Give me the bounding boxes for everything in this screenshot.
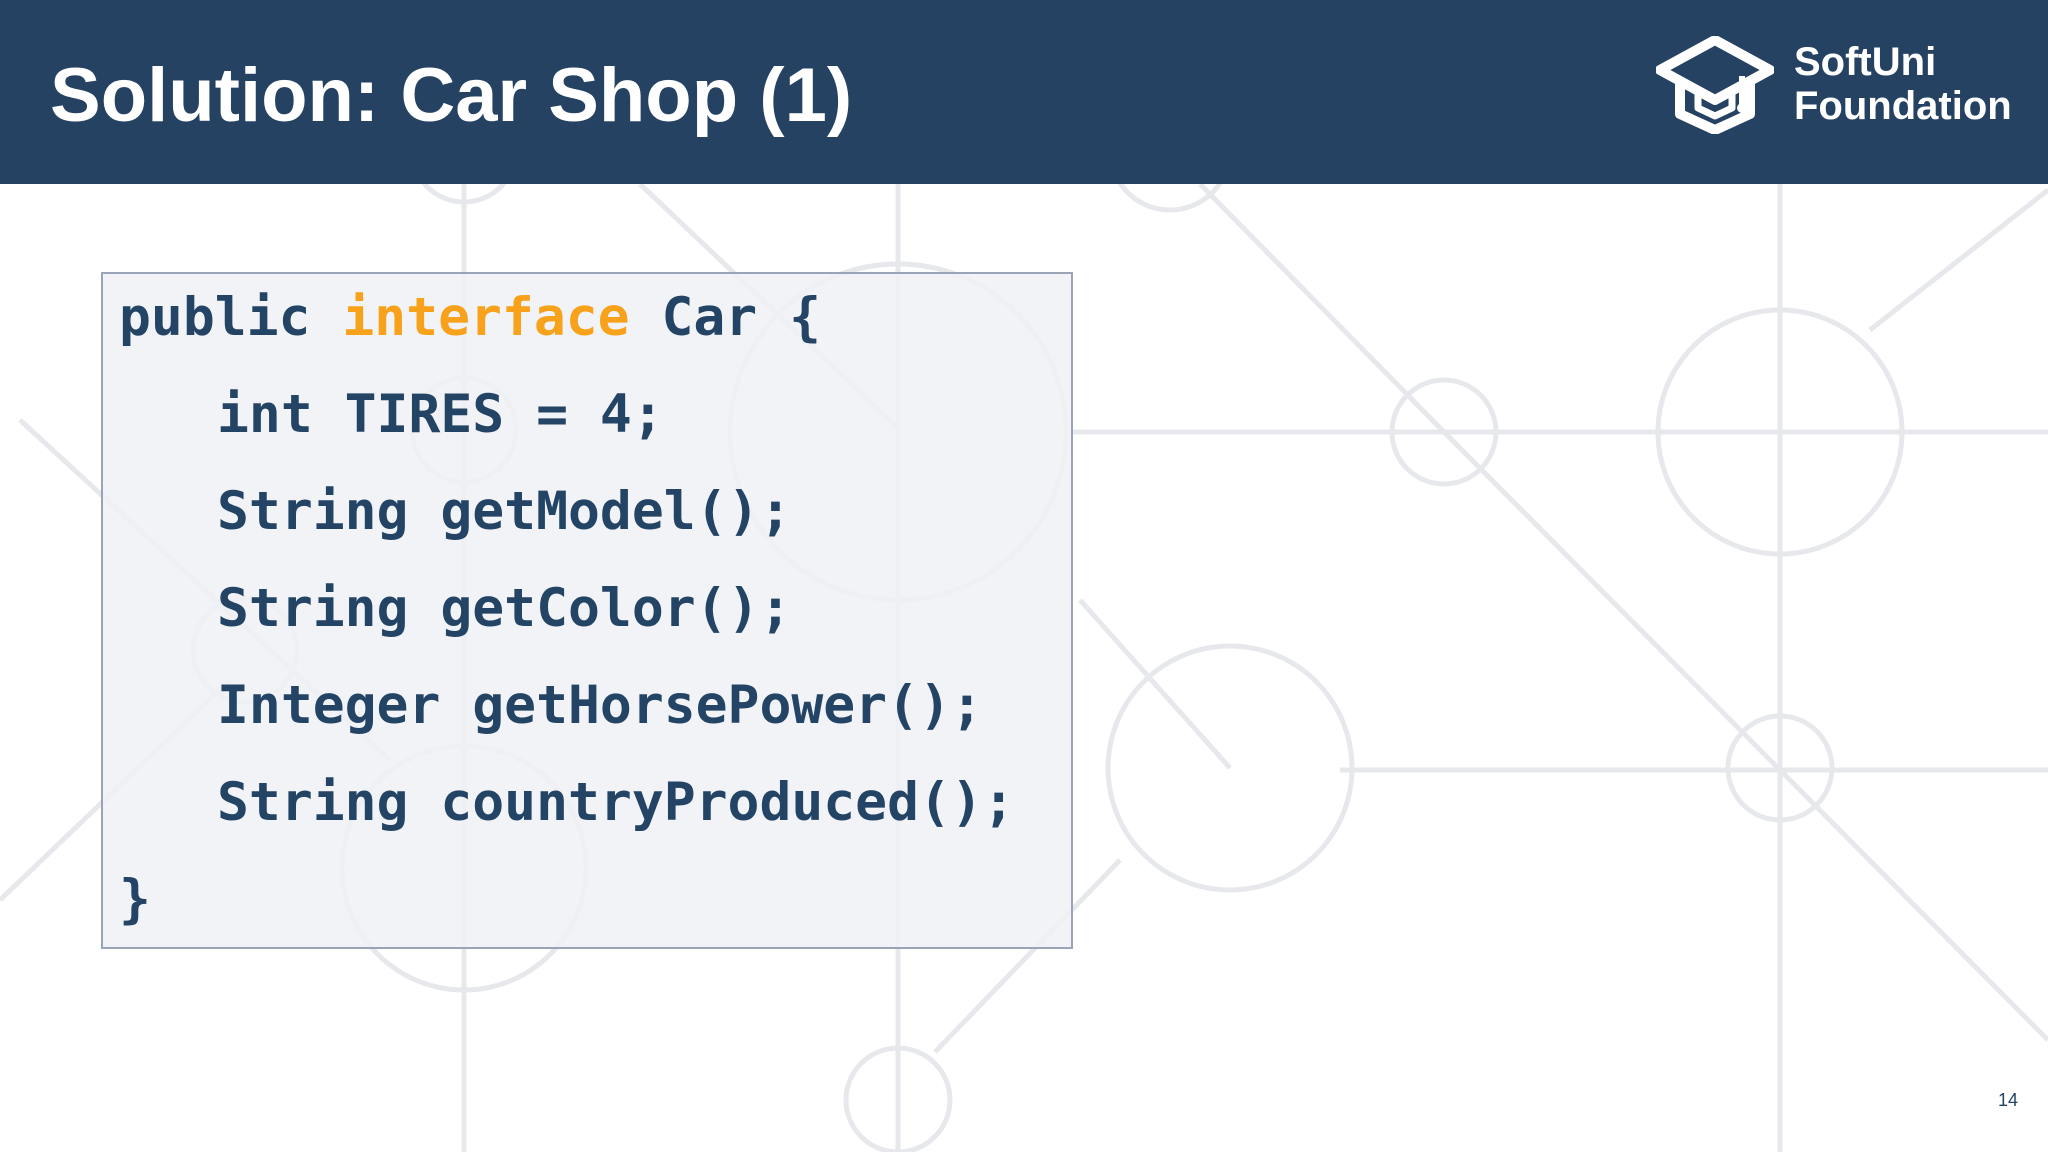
code-line-6: String countryProduced(); — [217, 772, 1015, 833]
graduation-cap-icon — [1656, 36, 1774, 134]
slide-header: Solution: Car Shop (1) SoftUni Foundatio… — [0, 0, 2048, 184]
logo-wordmark: SoftUni Foundation — [1794, 40, 2012, 128]
code-token-public: public — [119, 287, 311, 348]
code-keyword-interface: interface — [342, 287, 630, 348]
code-line-3: String getModel(); — [217, 481, 792, 542]
logo-line-softuni: SoftUni — [1794, 40, 1937, 84]
code-token-car: Car { — [661, 287, 822, 348]
code-line-7: } — [119, 869, 151, 930]
logo-line-foundation: Foundation — [1794, 84, 2012, 128]
code-line-2: int TIRES = 4; — [217, 384, 664, 445]
code-block: public interface Car { int TIRES = 4; St… — [101, 272, 1073, 949]
slide-title: Solution: Car Shop (1) — [50, 53, 853, 138]
page-number: 14 — [1997, 1090, 2018, 1110]
code-line-5: Integer getHorsePower(); — [217, 675, 983, 736]
code-line-1: public interface Car { — [119, 278, 821, 358]
softuni-foundation-logo: SoftUni Foundation — [1656, 36, 2016, 136]
code-line-4: String getColor(); — [217, 578, 792, 639]
